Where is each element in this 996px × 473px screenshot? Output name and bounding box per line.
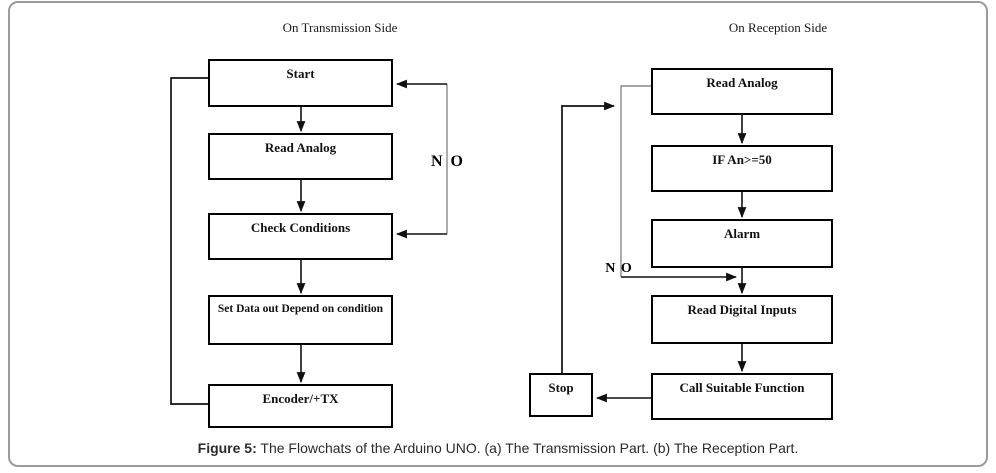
flow-box-alarm-label: Alarm: [723, 226, 761, 241]
flow-box-call-suitable-function: Call Suitable Function: [651, 373, 833, 420]
flow-box-check-conditions-label: Check Conditions: [250, 220, 351, 235]
flow-box-alarm: Alarm: [651, 219, 833, 268]
flow-box-start: Start: [208, 59, 393, 107]
line-no-branch-vertical-rx: [620, 85, 651, 277]
flow-box-if-an-50-label: IF An>=50: [712, 152, 772, 167]
flow-box-stop-label: Stop: [548, 380, 574, 395]
transmission-title: On Transmission Side: [282, 20, 398, 35]
flow-box-check-conditions: Check Conditions: [208, 213, 393, 260]
caption-prefix: Figure 5:: [197, 440, 257, 456]
flow-box-read-analog-rx: Read Analog: [651, 68, 833, 115]
flow-box-encoder-tx: Encoder/+TX: [208, 384, 393, 428]
caption-text: The Flowchats of the Arduino UNO. (a) Th…: [256, 440, 799, 456]
line-encoder-loop-to-start: [170, 77, 208, 405]
flow-box-call-suitable-function-label: Call Suitable Function: [679, 380, 805, 395]
flow-box-read-digital-inputs-label: Read Digital Inputs: [687, 302, 797, 317]
reception-no-label: N O: [605, 261, 633, 276]
flow-box-read-digital-inputs: Read Digital Inputs: [651, 295, 833, 344]
flow-box-read-analog-rx-label: Read Analog: [706, 75, 778, 90]
flow-box-set-data-out-label: Set Data out Depend on condition: [217, 303, 384, 315]
flow-box-read-analog-tx: Read Analog: [208, 133, 393, 180]
flow-box-if-an-50: IF An>=50: [651, 145, 833, 192]
figure-caption: Figure 5: The Flowchats of the Arduino U…: [0, 440, 996, 456]
transmission-no-label: N O: [431, 153, 465, 170]
flow-box-encoder-tx-label: Encoder/+TX: [262, 391, 339, 406]
flow-box-stop: Stop: [529, 373, 593, 417]
arrow-stop-loop-to-read-analog: [561, 101, 616, 373]
flow-box-set-data-out: Set Data out Depend on condition: [208, 295, 393, 345]
flow-box-read-analog-tx-label: Read Analog: [264, 140, 337, 155]
reception-title: On Reception Side: [728, 20, 828, 35]
figure-frame: [8, 1, 988, 467]
flow-box-start-label: Start: [286, 66, 315, 81]
